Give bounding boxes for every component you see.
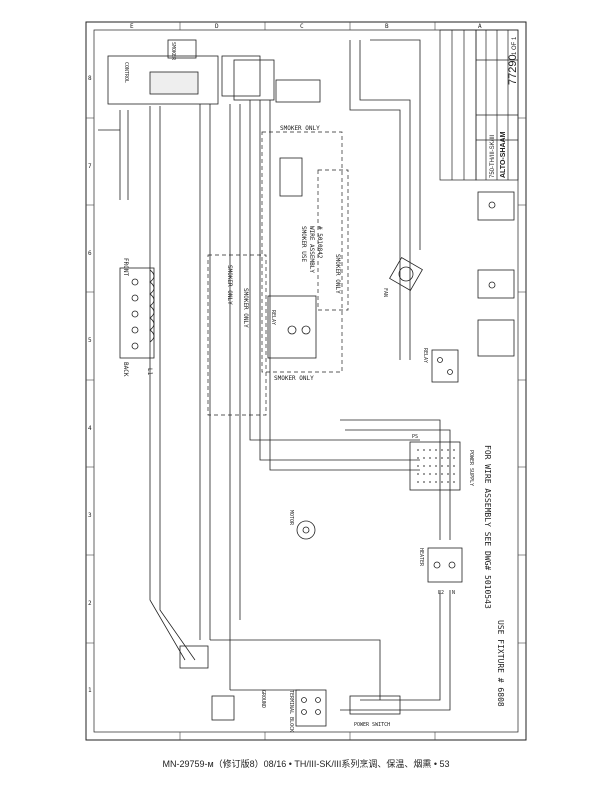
back-label: BACK [122,362,129,377]
grid-row-c: C [300,23,304,30]
grid-col-1: 1 [88,687,92,694]
grid-row-e: E [130,23,134,30]
smoker-only-label-3: SMOKER ONLY [334,254,341,294]
grid-col-4: 4 [88,425,92,432]
control-board [107,39,261,105]
part-number-title: 750-TH/III-SK/III [490,134,496,178]
grid-col-7: 7 [88,163,92,170]
smoker-label: SMOKER [170,42,176,61]
wire-assembly-label: WIRE ASSEMBLY [308,226,315,273]
company-name: ALTO-SHAAM [500,131,507,178]
l1-label: L1 [146,368,153,376]
ground-label: GROUND [260,690,266,708]
relay-right [431,349,459,383]
relay-label-right: RELAY [422,348,428,363]
bottom-terminals [179,645,401,727]
grid-row-d: D [215,23,219,30]
sheet-number: 1 OF 1 [512,36,518,55]
inner-border [93,29,519,733]
smoker-only-zones [207,131,349,416]
wire-routing [98,39,451,711]
terminal-strip-top [233,59,321,103]
smoker-use-label: SMOKER USE [300,226,307,263]
terminal-block-label: TERMINAL BLOCK [288,690,294,732]
smoker-only-label-5: SMOKER ONLY [242,288,249,328]
front-label: FRONT [122,258,129,276]
heater-label: HEATER [418,548,424,567]
title-block [439,29,519,181]
grid-row-b: B [385,23,389,30]
grid-col-3: 3 [88,512,92,519]
part-number-label: # 5010842 [316,226,323,259]
motor [296,520,316,540]
grid-col-8: 8 [88,75,92,82]
zone-ticks [86,22,526,740]
power-switch-label: POWER SWITCH [354,722,390,728]
control-label: CONTROL [123,62,129,83]
relay-label-smoker: RELAY [270,310,276,325]
smoker-only-label-2: SMOKER ONLY [226,265,233,305]
drawing-number: 77290 [507,54,519,85]
grid-col-6: 6 [88,250,92,257]
power-supply [409,441,461,491]
n-label: N [452,590,455,596]
smoker-components [267,157,317,359]
element-terminals [119,267,155,359]
grid-col-5: 5 [88,337,92,344]
grid-row-a: A [478,23,482,30]
legend-symbols [477,191,515,357]
fixture-note: USE FIXTURE # 6808 [496,620,505,707]
grid-col-2: 2 [88,600,92,607]
smoker-only-label-1: SMOKER ONLY [280,125,320,132]
l2-label: L2 [438,590,444,596]
ps-label: PS [412,434,418,440]
outer-border [85,21,527,741]
smoker-only-label-4: SMOKER ONLY [274,375,314,382]
motor-label: MOTOR [288,510,294,526]
heater-connector [427,547,463,583]
power-supply-label: POWER SUPPLY [468,450,474,486]
page-footer: MN-29759-м（修订版8）08/16 • TH/III-SK/III系列烹… [162,759,450,769]
fan-label: FAN [382,288,388,297]
wire-assembly-note: FOR WIRE ASSEMBLY SEE DWG# 5010543 [483,445,492,609]
fan [389,257,423,291]
